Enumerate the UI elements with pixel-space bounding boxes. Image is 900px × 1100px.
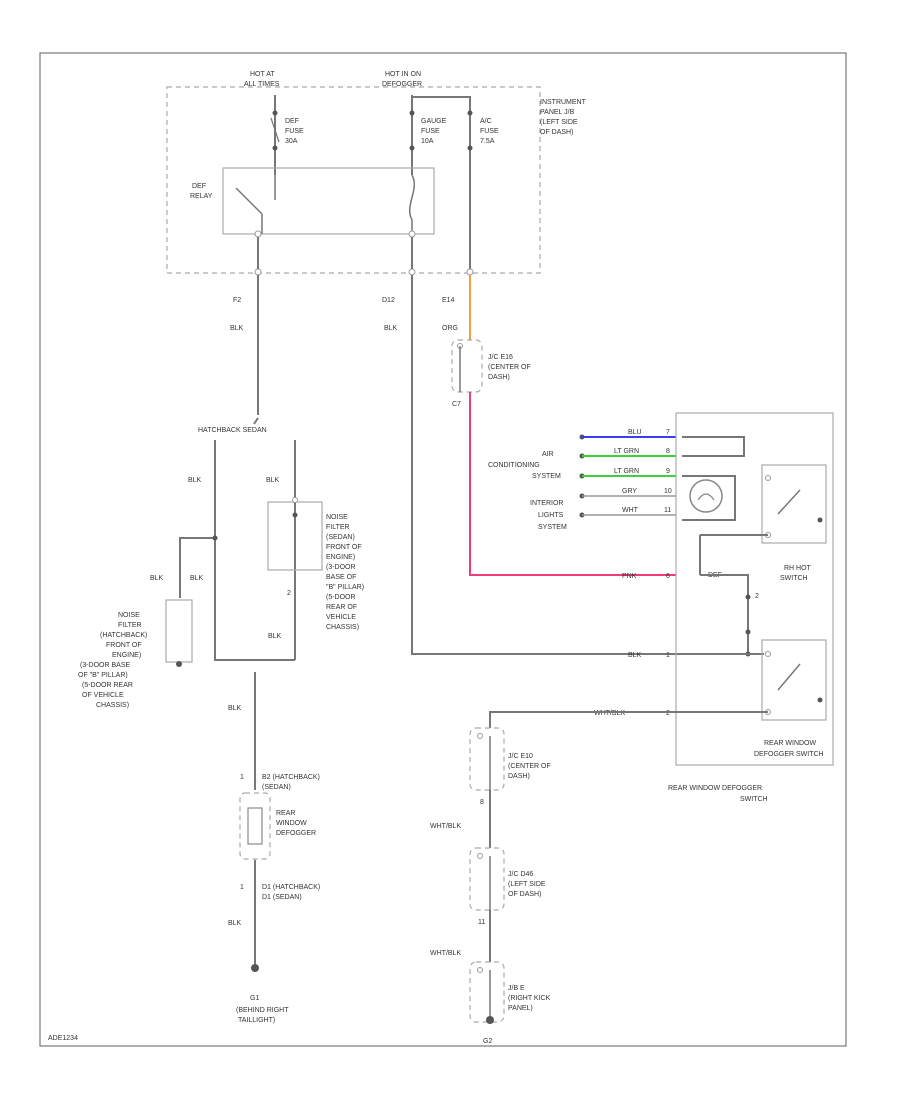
def-fuse-label: DEF FUSE 30A	[285, 118, 306, 145]
switch-signal-wires	[579, 434, 676, 518]
interior-lights-label: INTERIOR LIGHTS SYSTEM	[530, 500, 567, 531]
wire-color-ltgrn-2: LT GRN	[614, 468, 639, 475]
jc-e10-pin: 8	[480, 799, 484, 806]
wire-color-wht: WHT	[622, 507, 639, 514]
wire-color-blk-switch: BLK	[628, 652, 642, 659]
connector-b2: 1 B2 (HATCHBACK) (SEDAN)	[240, 774, 322, 791]
defogger-switch-box	[761, 639, 827, 721]
jb-pin-f2	[254, 268, 262, 276]
wire-d12-color: BLK	[384, 325, 398, 332]
wire-hatch-color: BLK	[188, 477, 202, 484]
wire-hatch-nf-color-1: BLK	[150, 575, 164, 582]
wire-color-ltgrn-1: LT GRN	[614, 448, 639, 455]
ac-fuse-label: A/C FUSE 7.5A	[480, 118, 501, 145]
rh-hot-switch-label: RH HOT SWITCH	[780, 565, 813, 582]
noise-filter-hatchback	[165, 599, 193, 663]
switch-internal-pin: 2	[755, 593, 759, 600]
noise-filter-sedan-pin: 2	[287, 590, 291, 597]
diagram-frame	[39, 52, 847, 1047]
ground-g1-label: G1 (BEHIND RIGHT TAILLIGHT)	[236, 995, 290, 1024]
ground-g1-icon	[251, 964, 259, 972]
defogger-switch-contact-icon	[777, 663, 801, 691]
switch-pin-8: 8	[666, 448, 670, 455]
rear-window-defogger-switch-inner-label: REAR WINDOW DEFOGGER SWITCH	[754, 740, 824, 758]
def-relay-coil-icon	[409, 174, 415, 234]
wire-color-pnk: PNK	[622, 573, 637, 580]
wire-sedan-color: BLK	[266, 477, 280, 484]
connector-d12: D12	[382, 297, 395, 304]
rear-window-defogger-switch-label: REAR WINDOW DEFOGGER SWITCH	[668, 785, 768, 803]
jc-e10-box	[469, 727, 505, 791]
wire-color-wht-blk-1: WHT/BLK	[430, 823, 461, 830]
jc-e16-box	[451, 339, 483, 393]
wire-f2-color: BLK	[230, 325, 244, 332]
wire-color-wht-blk-2: WHT/BLK	[430, 950, 461, 957]
rh-hot-switch-contact-icon	[777, 489, 801, 515]
switch-pin-9: 9	[666, 468, 670, 475]
noise-filter-hatchback-label: NOISE FILTER (HATCHBACK) FRONT OF ENGINE…	[78, 612, 149, 709]
switch-pin-6: 6	[666, 573, 670, 580]
jb-e-box	[469, 961, 505, 1023]
rh-hot-switch-box	[761, 464, 827, 544]
wire-color-blu: BLU	[628, 429, 642, 436]
diagram-code: ADE1234	[48, 1035, 78, 1042]
instrument-panel-jb-label: INSTRUMENT PANEL J/B (LEFT SIDE OF DASH)	[540, 99, 588, 136]
wire-color-gry: GRY	[622, 488, 637, 495]
wire-wht-blk-main	[489, 711, 680, 728]
connector-d1: 1 D1 (HATCHBACK) D1 (SEDAN)	[240, 884, 322, 901]
ground-g2-label: G2	[483, 1038, 492, 1045]
ac-fuse	[467, 110, 473, 151]
rear-window-defogger-switch-box	[675, 412, 834, 766]
wire-pnk	[469, 392, 676, 576]
indicator-lamp-icon	[689, 479, 723, 513]
jb-pin-e14	[466, 268, 474, 276]
gauge-fuse-label: GAUGE FUSE 10A	[421, 118, 448, 145]
jc-d46-label: J/C D46 (LEFT SIDE OF DASH)	[508, 871, 548, 898]
wire-hatch-noise-filter	[179, 537, 215, 598]
switch-pin-11: 11	[664, 507, 671, 514]
hatchback-sedan-label: HATCHBACK SEDAN	[198, 427, 267, 434]
rear-window-defogger-label: REAR WINDOW DEFOGGER	[276, 810, 316, 837]
wire-d12-blk	[411, 275, 680, 655]
wire-sedan-color-2: BLK	[268, 633, 282, 640]
hot-in-on-label: HOT IN ON DEFOGGER	[382, 71, 423, 88]
hot-at-all-times-label: HOT AT ALL TIMES	[244, 71, 280, 88]
jc-e10-label: J/C E10 (CENTER OF DASH)	[508, 753, 553, 780]
air-conditioning-label: AIR CONDITIONING SYSTEM	[488, 451, 561, 480]
switch-pin-7: 7	[666, 429, 670, 436]
def-fuse	[270, 110, 280, 151]
switch-internal-wire	[682, 436, 745, 457]
connector-e14: E14	[442, 297, 455, 304]
switch-pin-10: 10	[664, 488, 672, 495]
connector-f2: F2	[233, 297, 241, 304]
jb-e-label: J/B E (RIGHT KICK PANEL)	[508, 985, 552, 1012]
switch-pin-1: 1	[666, 652, 670, 659]
def-relay-contact-icon	[235, 175, 276, 234]
rear-window-defogger	[239, 792, 271, 860]
gauge-fuse	[409, 110, 415, 151]
wire-defogger-color: BLK	[228, 705, 242, 712]
jb-pin-d12	[408, 268, 416, 276]
wire-ground-color: BLK	[228, 920, 242, 927]
noise-filter-sedan-label: NOISE FILTER (SEDAN) FRONT OF ENGINE) (3…	[326, 514, 366, 631]
wire-e14-color: ORG	[442, 325, 458, 332]
wire-hatchback-blk	[214, 440, 295, 661]
def-relay-label: DEF RELAY	[190, 183, 213, 200]
jc-d46-box	[469, 847, 505, 911]
ground-g2-icon	[486, 1016, 494, 1024]
wire-hatch-nf-color-2: BLK	[190, 575, 204, 582]
jc-e16-label: J/C E16 (CENTER OF DASH)	[488, 354, 533, 381]
jc-d46-pin: 11	[478, 919, 485, 926]
switch-pin-2: 2	[666, 710, 670, 717]
ac-feed-wire	[412, 96, 471, 270]
def-relay-box	[222, 167, 435, 235]
connector-c7: C7	[452, 401, 461, 408]
wire-color-wht-blk-switch: WHT/BLK	[594, 710, 625, 717]
